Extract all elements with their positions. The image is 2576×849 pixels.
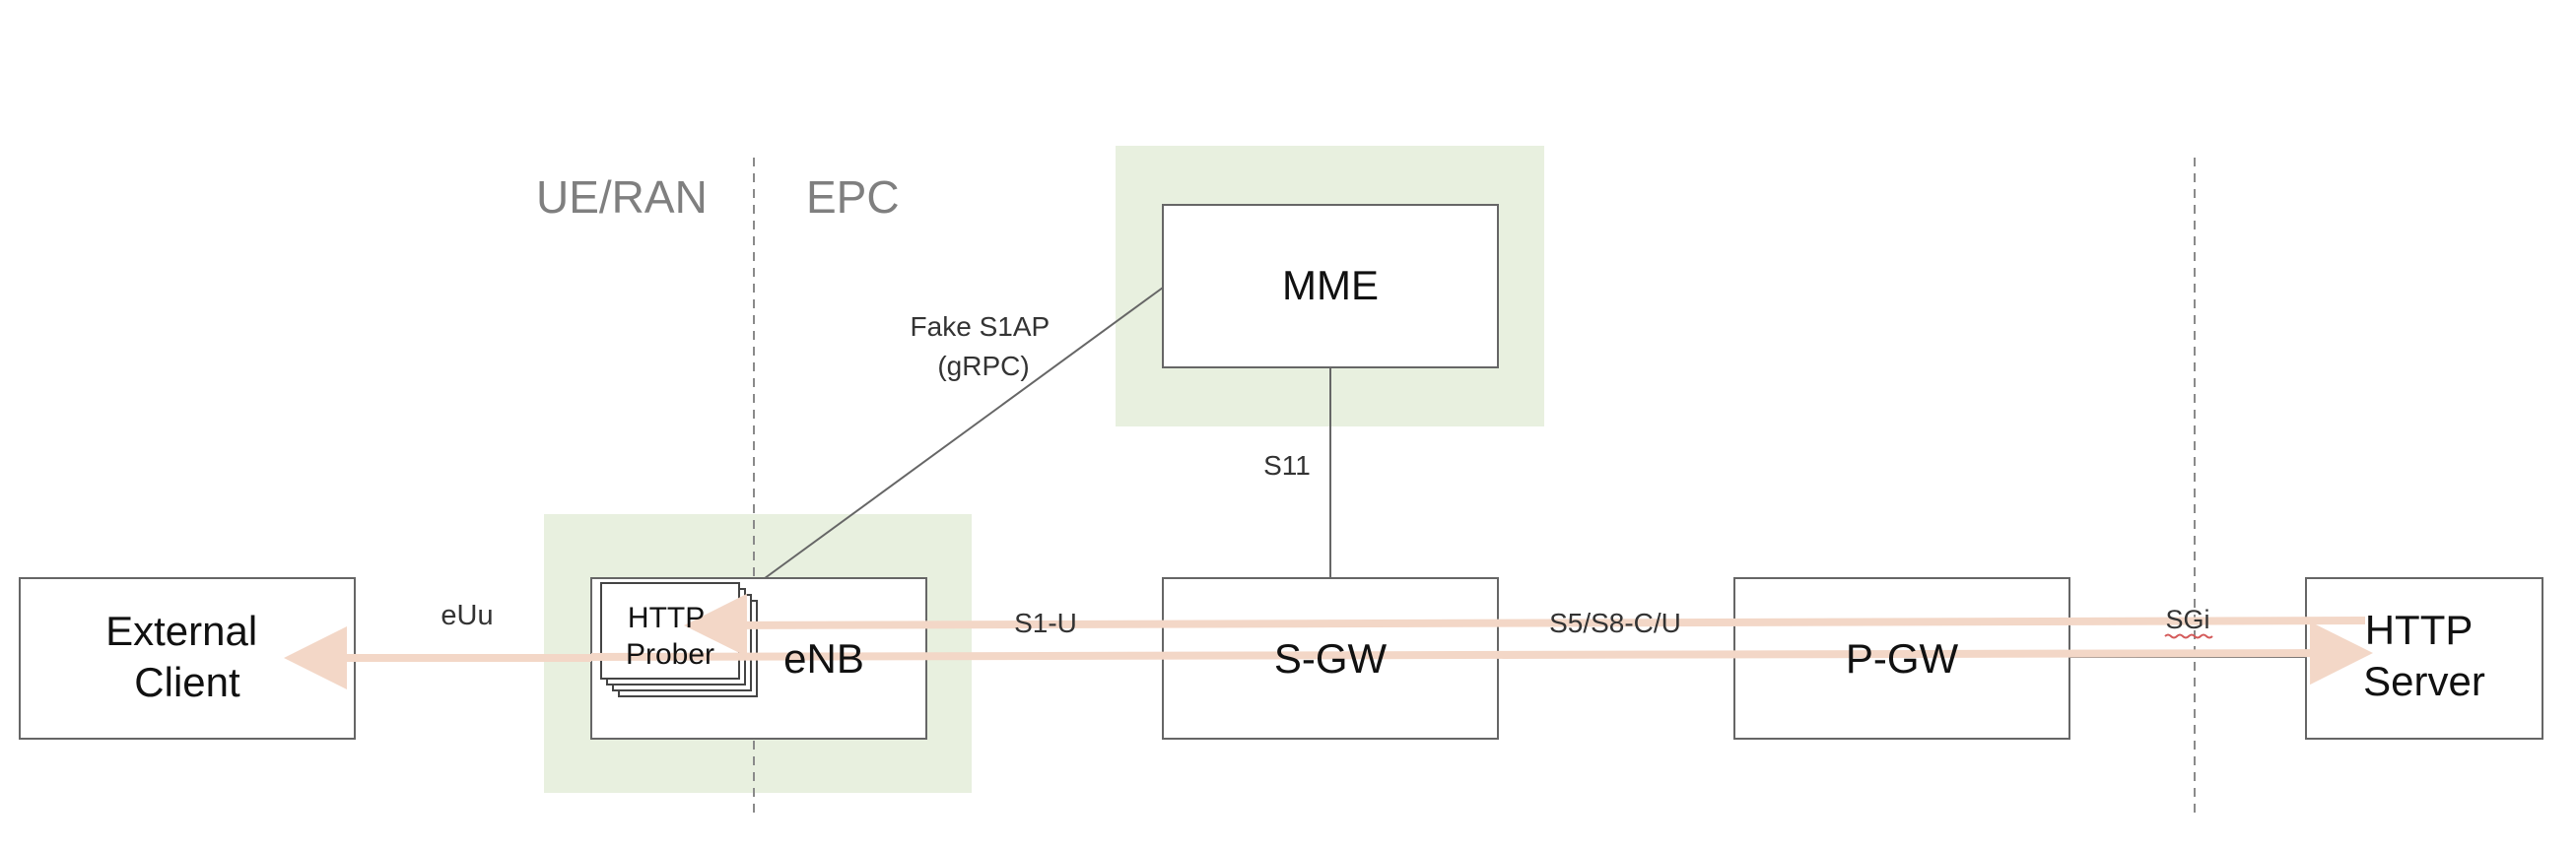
sgw-label: S-GW [1274,635,1388,682]
http-server-label-line-1: HTTP [2365,607,2473,653]
pgw-box [1733,577,2070,740]
fake-s1ap-link [760,287,1164,582]
http-prober-label-line-2: Prober [626,638,714,671]
http-prober-label-line-1: HTTP [628,602,705,634]
s11-label: S11 [1263,450,1311,481]
region-label-ue-ran: UE/RAN [536,171,708,223]
http-server-label-line-2: Server [2363,658,2485,704]
sgi-label: SGi [2165,605,2209,634]
s5-s8-label: S5/S8-C/U [1549,608,1681,638]
pgw-label: P-GW [1846,635,1959,682]
http-server-box [2305,577,2543,740]
http-server-label: HTTP Server [2363,607,2485,704]
s1u-label: S1-U [1014,608,1077,638]
http-request-arrow [590,621,2373,686]
fake-s1ap-label-line-1: Fake S1AP [911,311,1050,342]
region-label-epc: EPC [806,171,900,223]
enb-label: eNB [783,635,864,682]
fake-s1ap-label: Fake S1AP (gRPC) [911,311,1057,381]
euu-label: eUu [441,600,493,631]
mme-label: MME [1282,262,1379,308]
external-client-label-line-2: Client [134,659,240,705]
sgi-spellcheck-underline [2164,633,2213,639]
fake-s1ap-label-line-2: (gRPC) [937,351,1029,381]
mme-box [1162,204,1499,368]
http-prober-label: HTTP Prober [626,602,714,671]
return-traffic-arrow [684,593,2366,657]
external-client-label: External Client [105,608,269,705]
external-client-label-line-1: External [105,608,257,654]
